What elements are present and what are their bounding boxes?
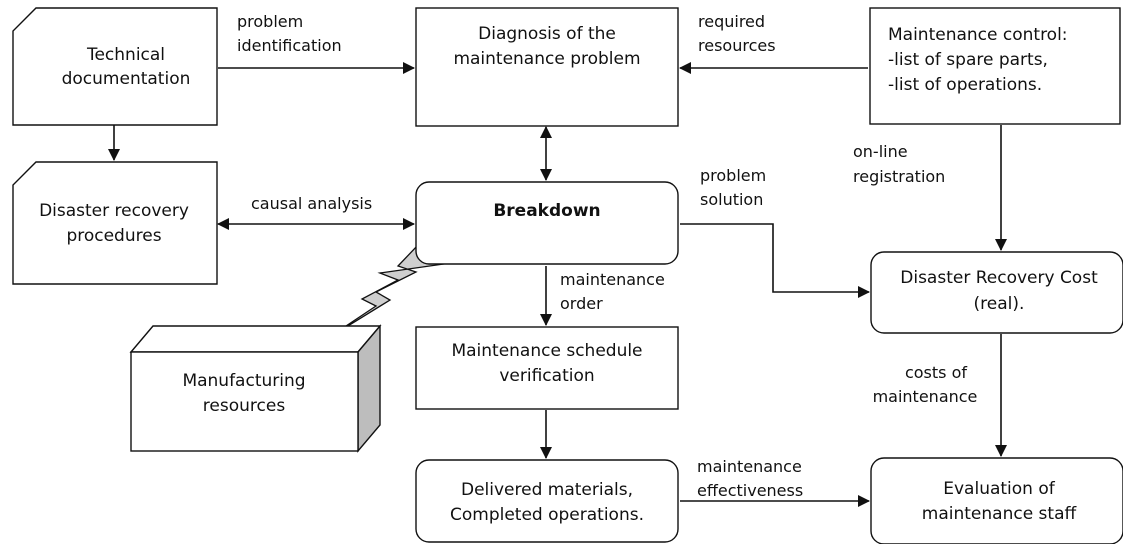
disaster-recovery-cost-node: Disaster Recovery Cost (real). (870, 251, 1123, 334)
diagnosis-line: maintenance problem (453, 49, 640, 69)
label-line: problem (700, 166, 766, 185)
svg-text:Disaster Recovery Cost(real).: Disaster Recovery Cost (real). (900, 268, 1098, 314)
label-line: solution (700, 190, 763, 209)
label-line: maintenance (560, 270, 665, 289)
manufacturing-resources-line: Manufacturing (182, 371, 305, 391)
technical-documentation-node: Technical documentation (12, 7, 218, 126)
label-line: effectiveness (697, 481, 803, 500)
delivered-materials-line: Delivered materials, (461, 480, 633, 500)
disaster-recovery-procedures-node: Disaster recovery procedures (12, 161, 218, 285)
label-maintenance-effectiveness: maintenance effectiveness (697, 457, 803, 500)
label-online-registration: on-line registration (853, 142, 945, 186)
label-causal-analysis: causal analysis (251, 194, 372, 213)
label-line: problem (237, 12, 303, 31)
schedule-verification-line: Maintenance schedule (451, 341, 642, 361)
evaluation-node: Evaluation of maintenance staff (870, 457, 1123, 544)
label-required-resources: required resources (698, 12, 776, 55)
label-problem-solution: problem solution (700, 166, 766, 209)
evaluation-line: Evaluation of (943, 479, 1056, 499)
disaster-recovery-procedures-line: procedures (66, 226, 161, 246)
disaster-recovery-cost-line: Disaster Recovery Cost (900, 268, 1098, 288)
label-line: registration (853, 167, 945, 186)
svg-text:Delivered materials,Completed: Delivered materials, Completed operations… (450, 480, 644, 525)
label-maintenance-order: maintenance order (560, 270, 665, 313)
label-line: costs of (905, 363, 967, 382)
manufacturing-resources-line: resources (203, 396, 286, 416)
disaster-recovery-cost-line: (real). (974, 294, 1025, 314)
manufacturing-resources-node: Manufacturing resources (129, 324, 382, 453)
evaluation-line: maintenance staff (922, 504, 1078, 524)
label-line: identification (237, 36, 342, 55)
schedule-verification-line: verification (499, 366, 594, 386)
maintenance-control-node: Maintenance control: -list of spare parts… (869, 7, 1121, 125)
label-costs-of-maintenance: costs of maintenance (873, 363, 978, 406)
label-line: maintenance (697, 457, 802, 476)
diagnosis-node: Diagnosis of the maintenance problem (415, 7, 679, 127)
maintenance-control-line: -list of spare parts, (888, 50, 1048, 70)
breakdown-line: Breakdown (493, 201, 600, 221)
label-line: causal analysis (251, 194, 372, 213)
delivered-materials-line: Completed operations. (450, 505, 644, 525)
label-line: maintenance (873, 387, 978, 406)
label-line: resources (698, 36, 776, 55)
schedule-verification-node: Maintenance schedule verification (415, 326, 679, 410)
maintenance-control-line: -list of operations. (888, 75, 1042, 95)
delivered-materials-node: Delivered materials, Completed operations… (415, 459, 679, 543)
label-problem-identification: problem identification (237, 12, 342, 55)
label-line: required (698, 12, 765, 31)
diagnosis-line: Diagnosis of the (478, 24, 616, 44)
label-line: order (560, 294, 603, 313)
maintenance-control-line: Maintenance control: (888, 25, 1068, 45)
breakdown-node: Breakdown (415, 181, 679, 265)
arrow-problem-solution (680, 223, 870, 298)
technical-documentation-line: Technical (86, 45, 165, 65)
technical-documentation-line: documentation (62, 69, 191, 89)
disaster-recovery-procedures-line: Disaster recovery (39, 201, 189, 221)
label-line: on-line (853, 142, 908, 161)
svg-text:Maintenance control:-list of s: Maintenance control: -list of spare parts… (888, 25, 1068, 95)
svg-text:Breakdown: Breakdown (493, 201, 600, 221)
